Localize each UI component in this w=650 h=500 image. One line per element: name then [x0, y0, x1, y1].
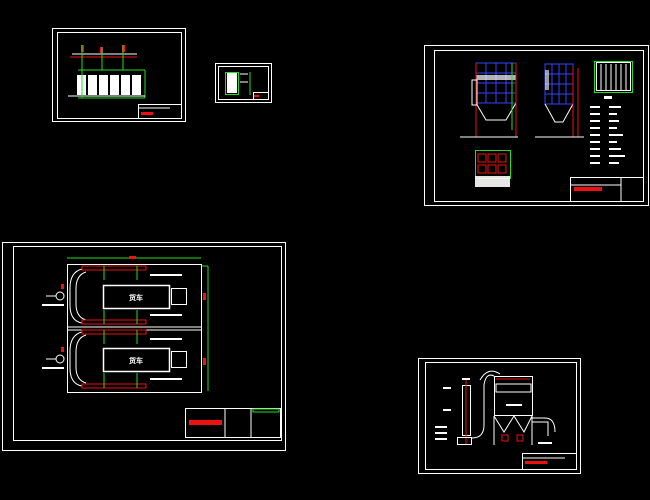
boiler-units: [68, 45, 146, 99]
plan-view: [475, 150, 511, 187]
duct-runs: [42, 265, 182, 389]
truck-label: 货车: [128, 293, 143, 302]
sheet-truck-bay-plan[interactable]: 货车 货车: [2, 242, 286, 451]
title-block: [138, 104, 182, 119]
front-elevation: [460, 62, 518, 138]
truck-2: 货车: [102, 347, 187, 373]
spec-list: [590, 106, 625, 164]
top-view: [594, 61, 633, 99]
sheet-boiler-row[interactable]: [52, 28, 186, 122]
sheet-dust-collector-elevation[interactable]: [424, 45, 649, 206]
stack: [457, 380, 472, 445]
side-elevation: [535, 63, 584, 138]
labels: [435, 378, 552, 444]
collector-body: [471, 370, 556, 445]
truck-1: 货车: [102, 284, 187, 310]
sheet-dust-collector-side[interactable]: [418, 358, 581, 474]
truck-label: 货车: [128, 356, 143, 365]
sheet-small-detail[interactable]: [215, 63, 272, 103]
title-block: [185, 408, 281, 438]
title-block: [522, 453, 577, 470]
title-block: [570, 177, 644, 202]
